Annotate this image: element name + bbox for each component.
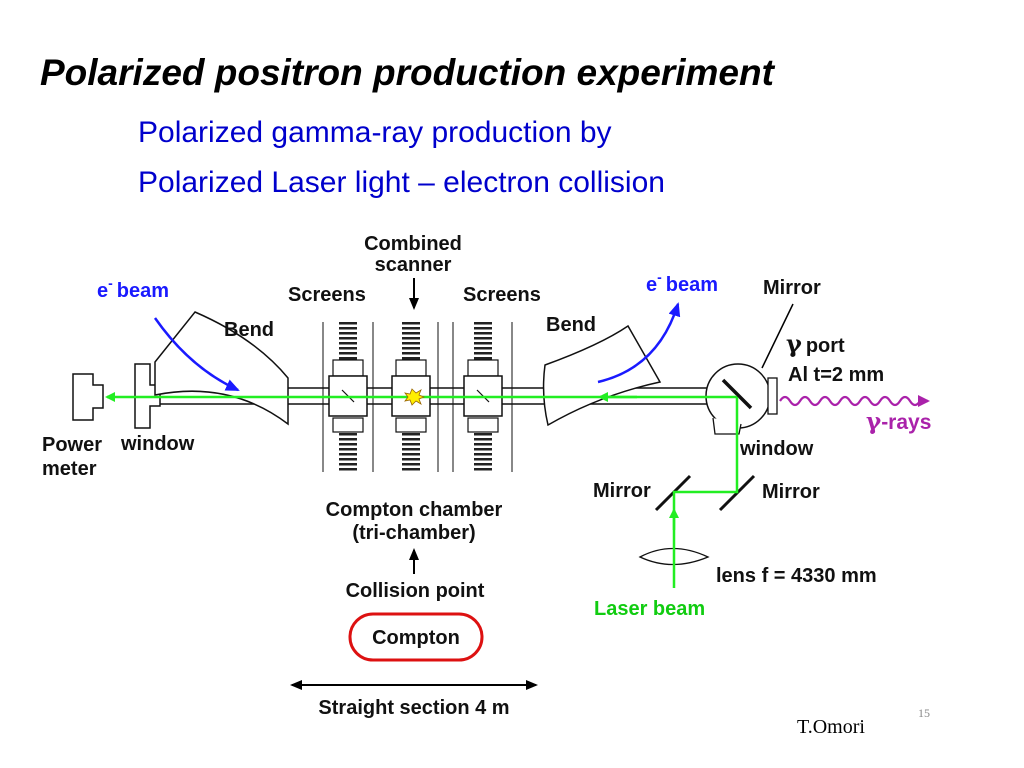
label-bend-right: Bend (546, 314, 596, 336)
label-gamma-rays: γ-rays (866, 408, 931, 435)
label-window-left: window (120, 433, 195, 455)
label-meter: meter (42, 458, 97, 480)
beam-word: beam (117, 280, 169, 302)
compton-oval (348, 612, 484, 662)
e-charge: - (108, 275, 113, 291)
label-compton: Compton (372, 627, 460, 649)
label-power: Power (42, 434, 102, 456)
beam-word: beam (666, 274, 718, 296)
page-number: 15 (918, 706, 930, 720)
label-collision-point: Collision point (346, 580, 485, 602)
bend-magnet-right (542, 324, 662, 427)
label-mirror-right: Mirror (762, 481, 820, 503)
label-tri-chamber: (tri-chamber) (352, 522, 475, 544)
mirror-pointer-line (761, 303, 794, 369)
label-e-beam-left: e-beam (97, 275, 169, 302)
label-scanner: scanner (375, 254, 452, 276)
label-mirror-left: Mirror (593, 480, 651, 502)
gamma-symbol: γ (786, 329, 802, 358)
rays-word: -rays (881, 411, 931, 434)
power-meter (72, 373, 104, 421)
label-laser-beam: Laser beam (594, 598, 705, 620)
gamma-port-chamber (705, 363, 778, 435)
label-bend-left: Bend (224, 319, 274, 341)
e-symbol: e (646, 274, 657, 296)
label-screens-right: Screens (463, 284, 541, 306)
subtitle-line-1: Polarized gamma-ray production by (138, 116, 612, 149)
label-lens: lens f = 4330 mm (716, 565, 877, 587)
label-compton-chamber: Compton chamber (326, 499, 503, 521)
gamma-symbol: γ (866, 408, 882, 435)
label-mirror-top: Mirror (763, 277, 821, 299)
slide-title: Polarized positron production experiment (40, 52, 774, 93)
port-word: port (806, 335, 845, 357)
e-symbol: e (97, 280, 108, 302)
label-straight-section: Straight section 4 m (318, 697, 509, 719)
subtitle-line-2: Polarized Laser light – electron collisi… (138, 166, 665, 199)
label-combined: Combined (364, 233, 462, 255)
electron-beam-right-arrow (597, 302, 681, 384)
collision-spot (404, 388, 426, 406)
electron-beam-left-arrow (153, 317, 240, 392)
label-al-thickness: Al t=2 mm (788, 364, 884, 386)
e-charge: - (657, 269, 662, 285)
gamma-rays-wave (779, 395, 930, 407)
author-credit: T.Omori (797, 716, 865, 738)
label-e-beam-right: e-beam (646, 269, 718, 296)
label-window-right: window (739, 438, 814, 460)
label-screens-left: Screens (288, 284, 366, 306)
